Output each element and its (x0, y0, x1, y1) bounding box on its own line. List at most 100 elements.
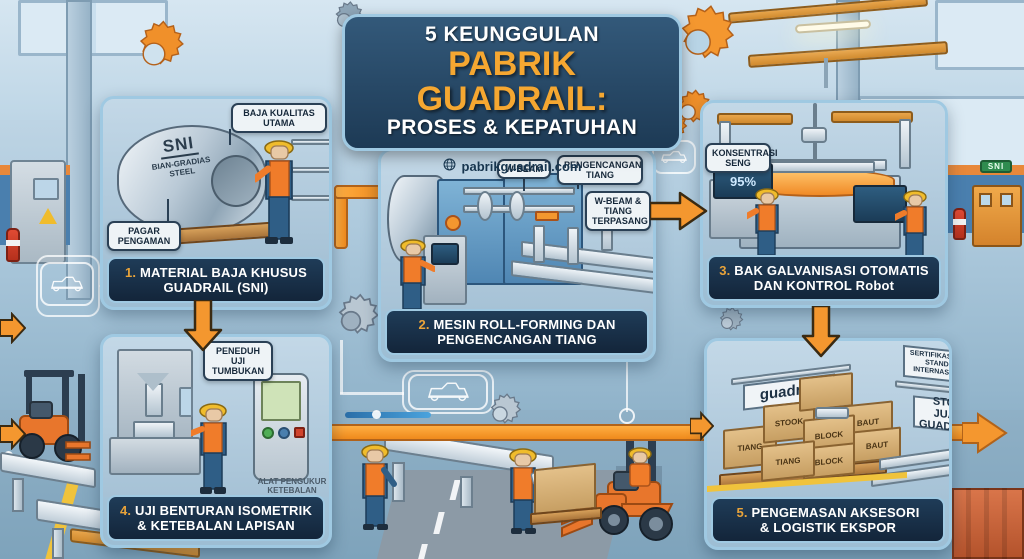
worker-at-robot-control (895, 187, 935, 259)
title-line-1: 5 KEUNGGULAN (424, 23, 599, 46)
door-window-right (1000, 193, 1013, 207)
post-tiang-2 (567, 227, 579, 265)
arrow-panel4-to-panel5 (690, 410, 714, 442)
test-specimen (133, 421, 175, 439)
forklift-icon-bottom-center (556, 420, 676, 552)
guardrail-post-left-2 (52, 528, 64, 559)
arrow-panel2-to-panel3 (650, 190, 708, 232)
guardrail-post-2 (460, 476, 473, 508)
panel-4-caption-line2: & KETEBALAN LAPISAN (137, 517, 295, 533)
extinguisher-band-right (953, 219, 966, 225)
panel-2-artwork: W-BEAM PENGENCANGAN TIANG W-BEAM & TIANG… (381, 151, 653, 311)
impact-hammer-icon (137, 373, 169, 391)
impact-machine-display (179, 387, 193, 417)
panel-2-caption-line1: MESIN ROLL-FORMING DAN (433, 316, 616, 332)
shelf-rack (291, 139, 329, 145)
steel-coil-bore (211, 155, 261, 207)
gear-icon-title-right (660, 4, 736, 80)
gauge-display (261, 381, 301, 421)
panel-5-artwork: guadrail SERTIFIKASI SNI & STANDAR INTER… (707, 341, 949, 499)
sign-stok-jual: STOK JUAL GUADRAIL (913, 395, 949, 436)
panel-4-caption: 4. UJI BENTURAN ISOMETRIK & KETEBALAN LA… (107, 494, 325, 541)
callout-lead-3 (523, 175, 525, 191)
panel-2-caption-line2: PENGENCANGAN TIANG (437, 331, 597, 347)
title-card: 5 KEUNGGULAN PABRIK GUADRAIL: PROSES & K… (342, 14, 682, 152)
warning-triangle-icon (39, 208, 57, 224)
data-bar-indicator (345, 412, 431, 418)
callout-konsentrasi-seng: KONSENTRASI SENG (705, 143, 778, 174)
arrow-left-edge-lower (0, 418, 26, 450)
callout-peneduh-uji-tumbukan: PENEDUH UJI TUMBUKAN (203, 341, 273, 382)
panel-1-caption: 1. MATERIAL BAJA KHUSUS GUADRAIL (SNI) (107, 256, 325, 303)
gantry-arm-left (717, 113, 793, 125)
panel-3-artwork: 95% (703, 103, 945, 259)
title-line-3: PROSES & KEPATUHAN (386, 116, 638, 140)
hud-dot-1 (372, 410, 381, 419)
callout-pagar-pengaman: PAGAR PENGAMAN (107, 221, 181, 252)
machine-indicator-bar (535, 211, 559, 221)
sni-exit-sign: SNI (980, 160, 1012, 173)
car-icon-bottom (408, 374, 488, 410)
panel-2-caption: 2. MESIN ROLL-FORMING DAN PENGENCANGAN T… (385, 308, 649, 355)
crane-hook (824, 58, 828, 88)
panel-3-caption-line2: DAN KONTROL Robot (753, 277, 895, 293)
panel-2-roll-forming[interactable]: W-BEAM PENGENCANGAN TIANG W-BEAM & TIANG… (378, 148, 656, 362)
cabinet-screen (33, 178, 59, 200)
hud-trace-v2 (626, 330, 628, 412)
gantry-arm-right (831, 111, 913, 123)
container-rib-3 (1002, 488, 1007, 559)
hud-dot-2 (619, 408, 635, 424)
callout-w-beam-tiang-terpasang: W-BEAM & TIANG TERPASANG (585, 191, 651, 232)
post-tiang-1 (533, 225, 545, 263)
extinguisher-band (6, 240, 20, 246)
gauge-button-red (294, 427, 305, 438)
bolt-bundle (815, 407, 849, 419)
callout-lead-2 (167, 199, 169, 221)
hud-trace-v1 (340, 340, 343, 394)
panel-1-number: 1. (124, 264, 137, 280)
gantry-leg-right (899, 119, 911, 169)
panel-5-pengemasan[interactable]: guadrail SERTIFIKASI SNI & STANDAR INTER… (704, 338, 952, 550)
car-icon-left (40, 262, 94, 306)
impact-test-base (109, 437, 201, 475)
panel-1-material-baja[interactable]: SNI BIAN-GRADIAS STEEL (100, 96, 332, 310)
gauge-button-blue (278, 427, 290, 439)
website-url-row[interactable]: pabrikguadrail.com (342, 158, 682, 174)
shipping-container (952, 488, 1024, 559)
gauge-button-green (262, 427, 274, 439)
gear-icon-left-mid (322, 292, 380, 350)
console-screen (431, 243, 459, 265)
door-window-left (979, 193, 992, 207)
gear-icon-bottom-center (478, 392, 522, 436)
panel-3-galvanisasi[interactable]: 95% (700, 100, 948, 308)
roller-disc-2 (509, 191, 525, 221)
panel-4-number: 4. (119, 502, 132, 518)
worker-operating-machine (391, 235, 435, 311)
panel-5-caption-line1: PENGEMASAN AKSESORI (751, 504, 920, 520)
gear-icon-top-left (118, 18, 190, 90)
worker-running-impact-test (191, 399, 235, 497)
panel-4-caption-line1: UJI BENTURAN ISOMETRIK (135, 502, 313, 518)
box-tiang-2: TIANG (761, 440, 815, 482)
window-right (935, 0, 1024, 70)
container-rib-1 (966, 488, 971, 559)
callout-lead-1 (229, 129, 231, 145)
arrow-left-edge (0, 312, 26, 344)
callout-w-beam: W-BEAM (497, 159, 551, 180)
panel-3-caption: 3. BAK GALVANISASI OTOMATIS DAN KONTROL … (707, 254, 941, 301)
gear-icon-bottom-right (710, 306, 744, 340)
panel-4-uji-benturan[interactable]: PENEDUH UJI TUMBUKAN ALAT PENGUKUR KETEB… (100, 334, 332, 548)
workpiece-submerged (765, 161, 875, 173)
callout-pengencangan-tiang: PENGENCANGAN TIANG (557, 155, 643, 186)
panel-5-number: 5. (736, 504, 748, 520)
hud-trace-h1 (340, 392, 404, 395)
panel-4-artwork: PENEDUH UJI TUMBUKAN ALAT PENGUKUR KETEB… (103, 337, 329, 497)
structural-column-left (66, 0, 92, 300)
panel-1-caption-line2: GUADRAIL (SNI) (163, 279, 269, 295)
container-rib-2 (984, 488, 989, 559)
forklift-icon-bottom-left (4, 368, 96, 474)
title-block: 5 KEUNGGULAN PABRIK GUADRAIL: PROSES & K… (342, 14, 682, 174)
panel-1-artwork: SNI BIAN-GRADIAS STEEL (103, 99, 329, 259)
panel-3-number: 3. (719, 262, 731, 278)
